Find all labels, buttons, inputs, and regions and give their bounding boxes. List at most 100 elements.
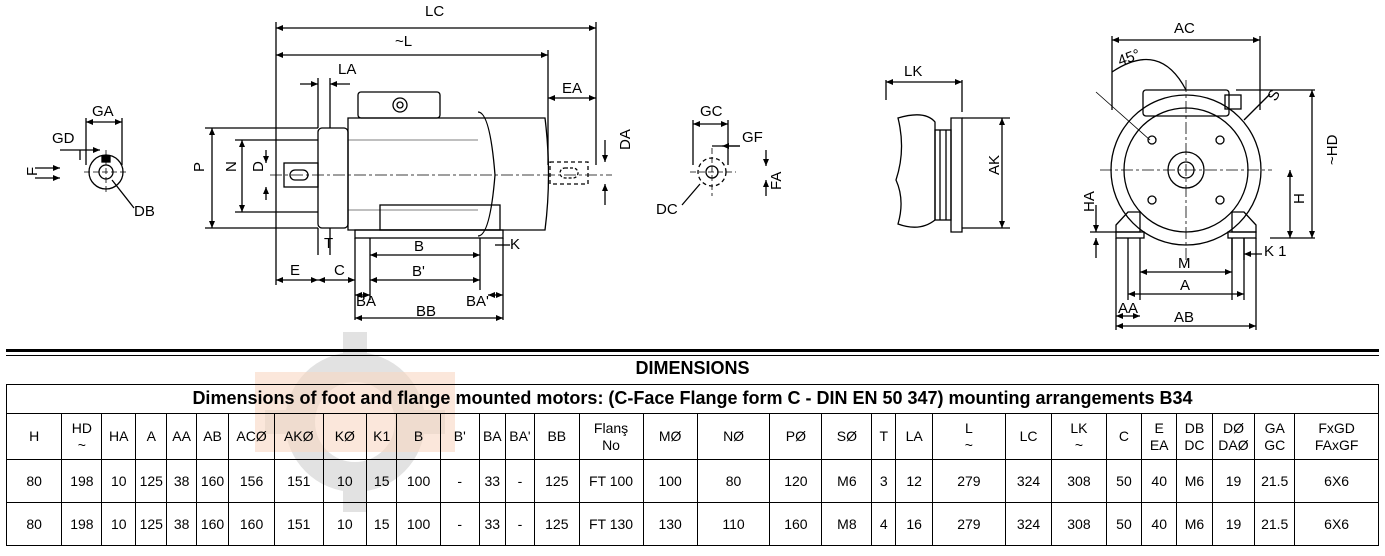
table-cell: 21.5 <box>1254 502 1296 546</box>
label-ac: AC <box>1174 20 1195 37</box>
flange-side-view <box>885 79 1010 233</box>
table-cell: 19 <box>1211 459 1256 503</box>
table-cell: M8 <box>821 502 873 546</box>
column-header: FxGD FAxGF <box>1294 413 1379 460</box>
column-header: H <box>5 413 63 460</box>
table-cell: 156 <box>228 459 275 503</box>
table-cell: M6 <box>1176 459 1213 503</box>
table-cell: M6 <box>1176 502 1213 546</box>
table-cell: FT 130 <box>578 502 644 546</box>
table-cell: 38 <box>166 459 197 503</box>
table-cell: 33 <box>478 459 506 503</box>
label-ab: AB <box>1174 309 1194 326</box>
table-cell: 160 <box>769 502 823 546</box>
table-cell: M6 <box>821 459 873 503</box>
column-header: KØ <box>322 413 368 460</box>
column-header: ACØ <box>228 413 275 460</box>
table-cell: - <box>504 459 536 503</box>
column-header: HA <box>101 413 137 460</box>
table-cell: 40 <box>1141 502 1178 546</box>
column-header: GA GC <box>1254 413 1296 460</box>
column-header: DØ DAØ <box>1211 413 1256 460</box>
table-cell: FT 100 <box>578 459 644 503</box>
table-cell: 279 <box>932 459 1006 503</box>
table-cell: 38 <box>166 502 197 546</box>
table-cell: - <box>439 502 480 546</box>
table-cell: 151 <box>273 459 324 503</box>
table-cell: 279 <box>932 502 1006 546</box>
column-header: BA' <box>504 413 536 460</box>
label-db: DB <box>134 203 155 220</box>
table-title: Dimensions of foot and flange mounted mo… <box>192 388 1193 408</box>
label-gd: GD <box>52 130 75 147</box>
table-cell: 10 <box>101 502 137 546</box>
table-cell: 12 <box>895 459 934 503</box>
shaft-end-view <box>35 118 135 209</box>
label-dc: DC <box>656 201 678 218</box>
label-l: ~L <box>395 33 412 50</box>
label-bprime: B' <box>412 263 425 280</box>
table-cell: 110 <box>696 502 771 546</box>
motor-front-view <box>1090 36 1315 330</box>
column-header: B' <box>439 413 480 460</box>
column-header: MØ <box>642 413 698 460</box>
column-header: E EA <box>1141 413 1178 460</box>
table-cell: 80 <box>5 502 63 546</box>
table-cell: 160 <box>195 459 230 503</box>
table-cell: 100 <box>642 459 698 503</box>
label-ga: GA <box>92 103 114 120</box>
label-a: A <box>1180 277 1190 294</box>
table-cell: 308 <box>1051 502 1107 546</box>
column-header: NØ <box>696 413 771 460</box>
label-hd: ~HD <box>1324 134 1341 165</box>
label-lk: LK <box>904 63 922 80</box>
label-da: DA <box>617 129 634 150</box>
section-title: DIMENSIONS <box>635 358 750 378</box>
label-h: H <box>1291 193 1308 204</box>
label-e: E <box>290 262 300 279</box>
label-k1: K 1 <box>1264 243 1287 260</box>
table-cell: 19 <box>1211 502 1256 546</box>
label-f: F <box>24 167 41 176</box>
table-cell: 16 <box>895 502 934 546</box>
table-cell: 15 <box>366 502 398 546</box>
column-header: Flanş No <box>578 413 644 460</box>
column-header: AB <box>195 413 230 460</box>
table-cell: 125 <box>135 502 168 546</box>
column-header: DB DC <box>1176 413 1213 460</box>
table-cell: 21.5 <box>1254 459 1296 503</box>
table-cell: 324 <box>1004 459 1053 503</box>
table-cell: 10 <box>101 459 137 503</box>
column-header: AKØ <box>273 413 324 460</box>
label-ha: HA <box>1081 191 1098 212</box>
column-header: AA <box>166 413 197 460</box>
column-header: HD ~ <box>61 413 103 460</box>
label-bb: BB <box>416 303 436 320</box>
table-cell: 4 <box>871 502 897 546</box>
second-rule <box>6 355 1379 356</box>
column-header: PØ <box>769 413 823 460</box>
table-cell: 308 <box>1051 459 1107 503</box>
table-cell: 125 <box>534 502 580 546</box>
column-header: L ~ <box>932 413 1006 460</box>
table-cell: 40 <box>1141 459 1178 503</box>
label-gf: GF <box>742 129 763 146</box>
table-cell: 80 <box>5 459 63 503</box>
label-k: K <box>510 236 520 253</box>
table-cell: 50 <box>1105 502 1143 546</box>
label-p: P <box>191 162 208 172</box>
table-cell: 3 <box>871 459 897 503</box>
table-cell: 120 <box>769 459 823 503</box>
table-cell: 198 <box>61 459 103 503</box>
label-m: M <box>1178 255 1191 272</box>
label-d: D <box>250 161 267 172</box>
table-cell: 6X6 <box>1294 459 1379 503</box>
table-cell: 324 <box>1004 502 1053 546</box>
label-c: C <box>334 262 345 279</box>
label-ba: BA <box>356 293 376 310</box>
table-cell: 10 <box>322 459 368 503</box>
table-cell: 125 <box>534 459 580 503</box>
table-title-frame <box>6 384 1379 414</box>
label-t: T <box>324 235 333 252</box>
